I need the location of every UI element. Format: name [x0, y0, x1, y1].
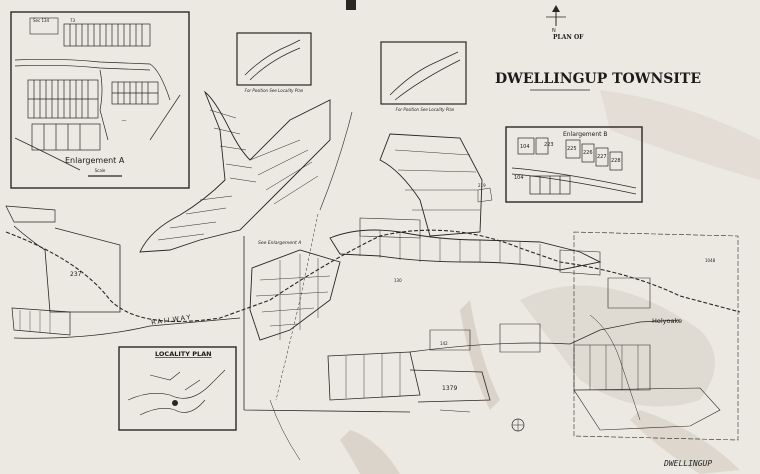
lot-number: 1379 — [442, 385, 457, 392]
inset-b-label: Enlargement B — [563, 131, 608, 138]
stain — [460, 300, 500, 410]
inset-position-1-label: For Position See Locality Plan — [245, 88, 304, 93]
survey-mark-icon — [511, 418, 525, 432]
inset-locality-plan: LOCALITY PLAN — [118, 346, 237, 431]
inset-a-label: Enlargement A — [65, 156, 125, 165]
inset-b-lot: 227 — [597, 154, 607, 160]
inset-b-lot: 228 — [611, 158, 621, 164]
title-plan-of: PLAN OF — [553, 34, 584, 41]
inset-a-scale: Scale — [95, 168, 106, 173]
stain — [520, 285, 715, 407]
inset-position-1: For Position See Locality Plan — [236, 32, 312, 93]
north-arrow: N — [546, 5, 566, 34]
locality-marker — [172, 400, 178, 406]
map-title: DWELLINGUP TOWNSITE — [495, 71, 701, 87]
lot-number: 237 — [70, 271, 82, 278]
inset-b-lot: 223 — [544, 142, 554, 148]
inset-a-lot: — — [122, 118, 127, 124]
inset-b-lot: 226 — [583, 150, 593, 156]
stain — [630, 410, 740, 474]
inset-b-lot: 225 — [567, 146, 577, 152]
inset-a-lot: 73 — [70, 18, 76, 23]
inset-position-2: For Position See Locality Plan — [380, 41, 467, 112]
lot-number: 130 — [394, 278, 402, 283]
inset-b-lot: 104 — [520, 144, 530, 150]
inset-position-2-label: For Position See Locality Plan — [396, 107, 455, 112]
inset-enlargement-b: Enlargement B 104 104 223 225 226 227 22… — [505, 126, 643, 203]
holyoake-label: Holyoake — [652, 317, 682, 325]
ink-blot — [346, 0, 356, 10]
see-enlargement-label: See Enlargement A — [258, 240, 301, 246]
handwritten-label: DWELLINGUP — [663, 459, 712, 468]
stain — [600, 90, 760, 180]
lot-number: 1048 — [705, 258, 716, 263]
stain — [340, 430, 400, 474]
title-block: PLAN OF DWELLINGUP TOWNSITE N — [495, 5, 701, 91]
lot-number: 219 — [478, 183, 486, 188]
survey-linework — [5, 90, 741, 461]
lot-number: 142 — [440, 341, 448, 346]
inset-enlargement-a: Sec 134 73 — Enlargement A Scale — [10, 11, 190, 189]
inset-b-lot: 104 — [514, 175, 524, 181]
locality-plan-title: LOCALITY PLAN — [155, 350, 212, 358]
inset-a-lot: Sec 134 — [33, 18, 50, 23]
north-letter: N — [552, 28, 556, 34]
